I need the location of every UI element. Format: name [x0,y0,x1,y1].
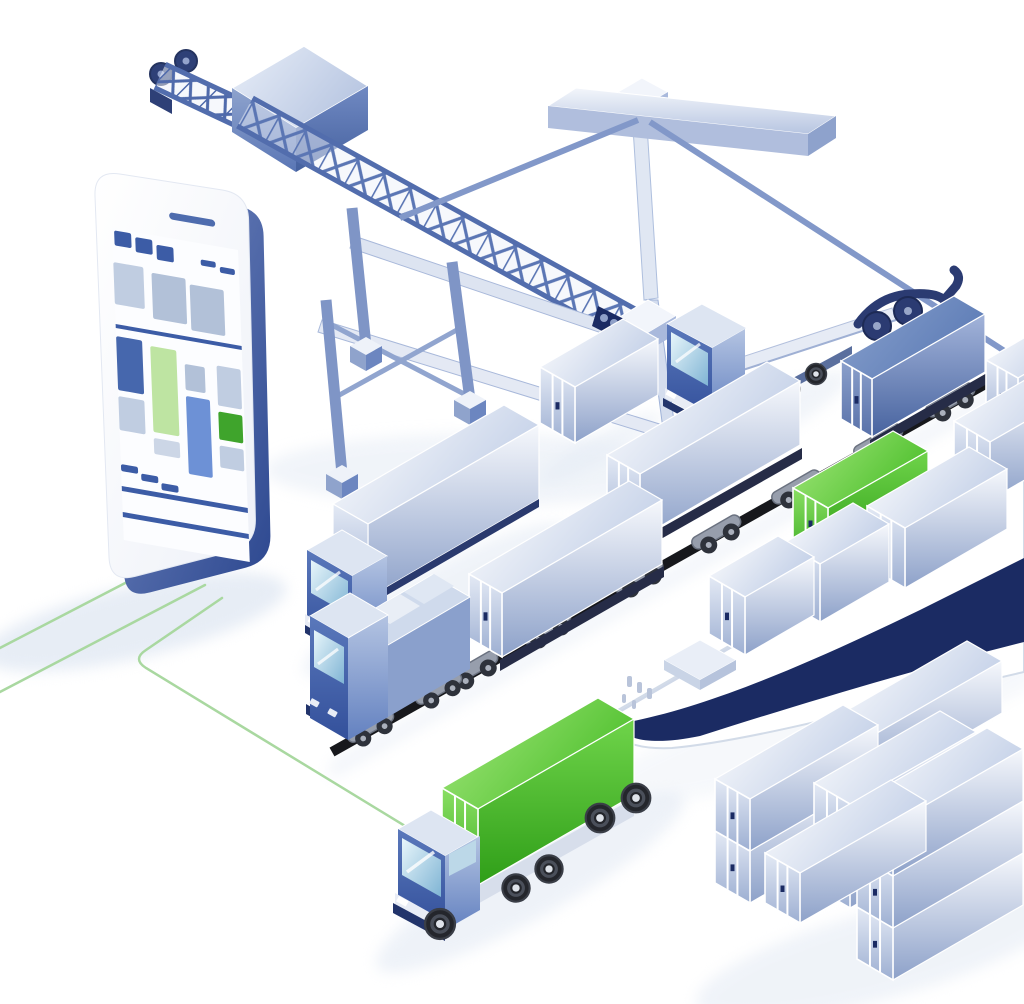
wagon-frame [638,448,802,552]
loco-roof-hatch [404,574,454,604]
crane-leg [446,261,476,401]
phone-speaker [169,212,216,227]
ship-hull-band [618,558,1024,741]
crane-boom-truss [236,95,649,347]
trailer-underbody [368,499,539,606]
screen-dash [200,259,216,268]
crane-top-beam [546,87,838,156]
screen-card [113,262,145,309]
screen-card [189,284,226,336]
crane-foot [326,465,358,499]
freight-train [306,295,1015,757]
screen-block [184,364,206,394]
locomotive [306,574,471,753]
crane-foot [454,391,486,425]
screen-dash [141,473,159,484]
screen-accent-green-tile [218,411,244,444]
screen-tile [156,245,174,263]
shipping-container [763,779,928,925]
screen-tile [114,230,132,248]
ship-bollards [622,676,652,709]
container-stacks [713,640,1024,982]
loco-hood-side [388,597,470,717]
crane-leg [320,299,348,475]
blue-shipping-container [839,295,987,439]
windshield [671,332,708,386]
screen-dash [120,464,139,474]
connection-line-2 [0,583,207,694]
shipping-container [467,480,664,659]
headlight-icon [665,390,677,400]
cab-side-window [449,840,476,876]
screen-tile [135,237,153,255]
screen-line [121,486,248,513]
screen-block [153,438,181,459]
screen-divider [115,324,242,350]
screen-block [116,336,145,395]
screen-dash [161,483,179,493]
crane-brace [332,323,466,401]
truck-cab [393,809,480,941]
wagon-frame [500,566,664,671]
green-semi-truck [393,697,652,941]
phone-screen-content [113,230,249,539]
screen-block [219,445,245,472]
shipping-container [707,535,816,657]
headlight-icon [309,698,320,708]
screen-card [151,272,188,325]
truck-trailer [331,404,541,606]
connection-line-3 [137,596,430,842]
headlight-icon [396,896,409,907]
crane-pulley-mount [150,88,172,114]
ship-hatch [662,639,738,690]
screen-bar-green [150,346,180,437]
shipping-container [538,318,660,445]
screen-bar-blue [185,396,213,478]
crane-leg [346,207,372,347]
smartphone [94,172,271,594]
screen-block [216,365,242,410]
loco-cab-side2 [348,615,388,740]
windshield [402,838,441,897]
headlight-icon [327,708,338,718]
wagon-frame [870,373,987,451]
screen-block [118,396,146,435]
flatbed-fender [853,265,964,329]
crane-backstay [398,117,640,221]
container-shadow [538,411,662,485]
screen-line [122,512,249,539]
crane-foot [350,337,382,371]
screen-dash [219,267,235,275]
ship-containers [707,337,1024,657]
